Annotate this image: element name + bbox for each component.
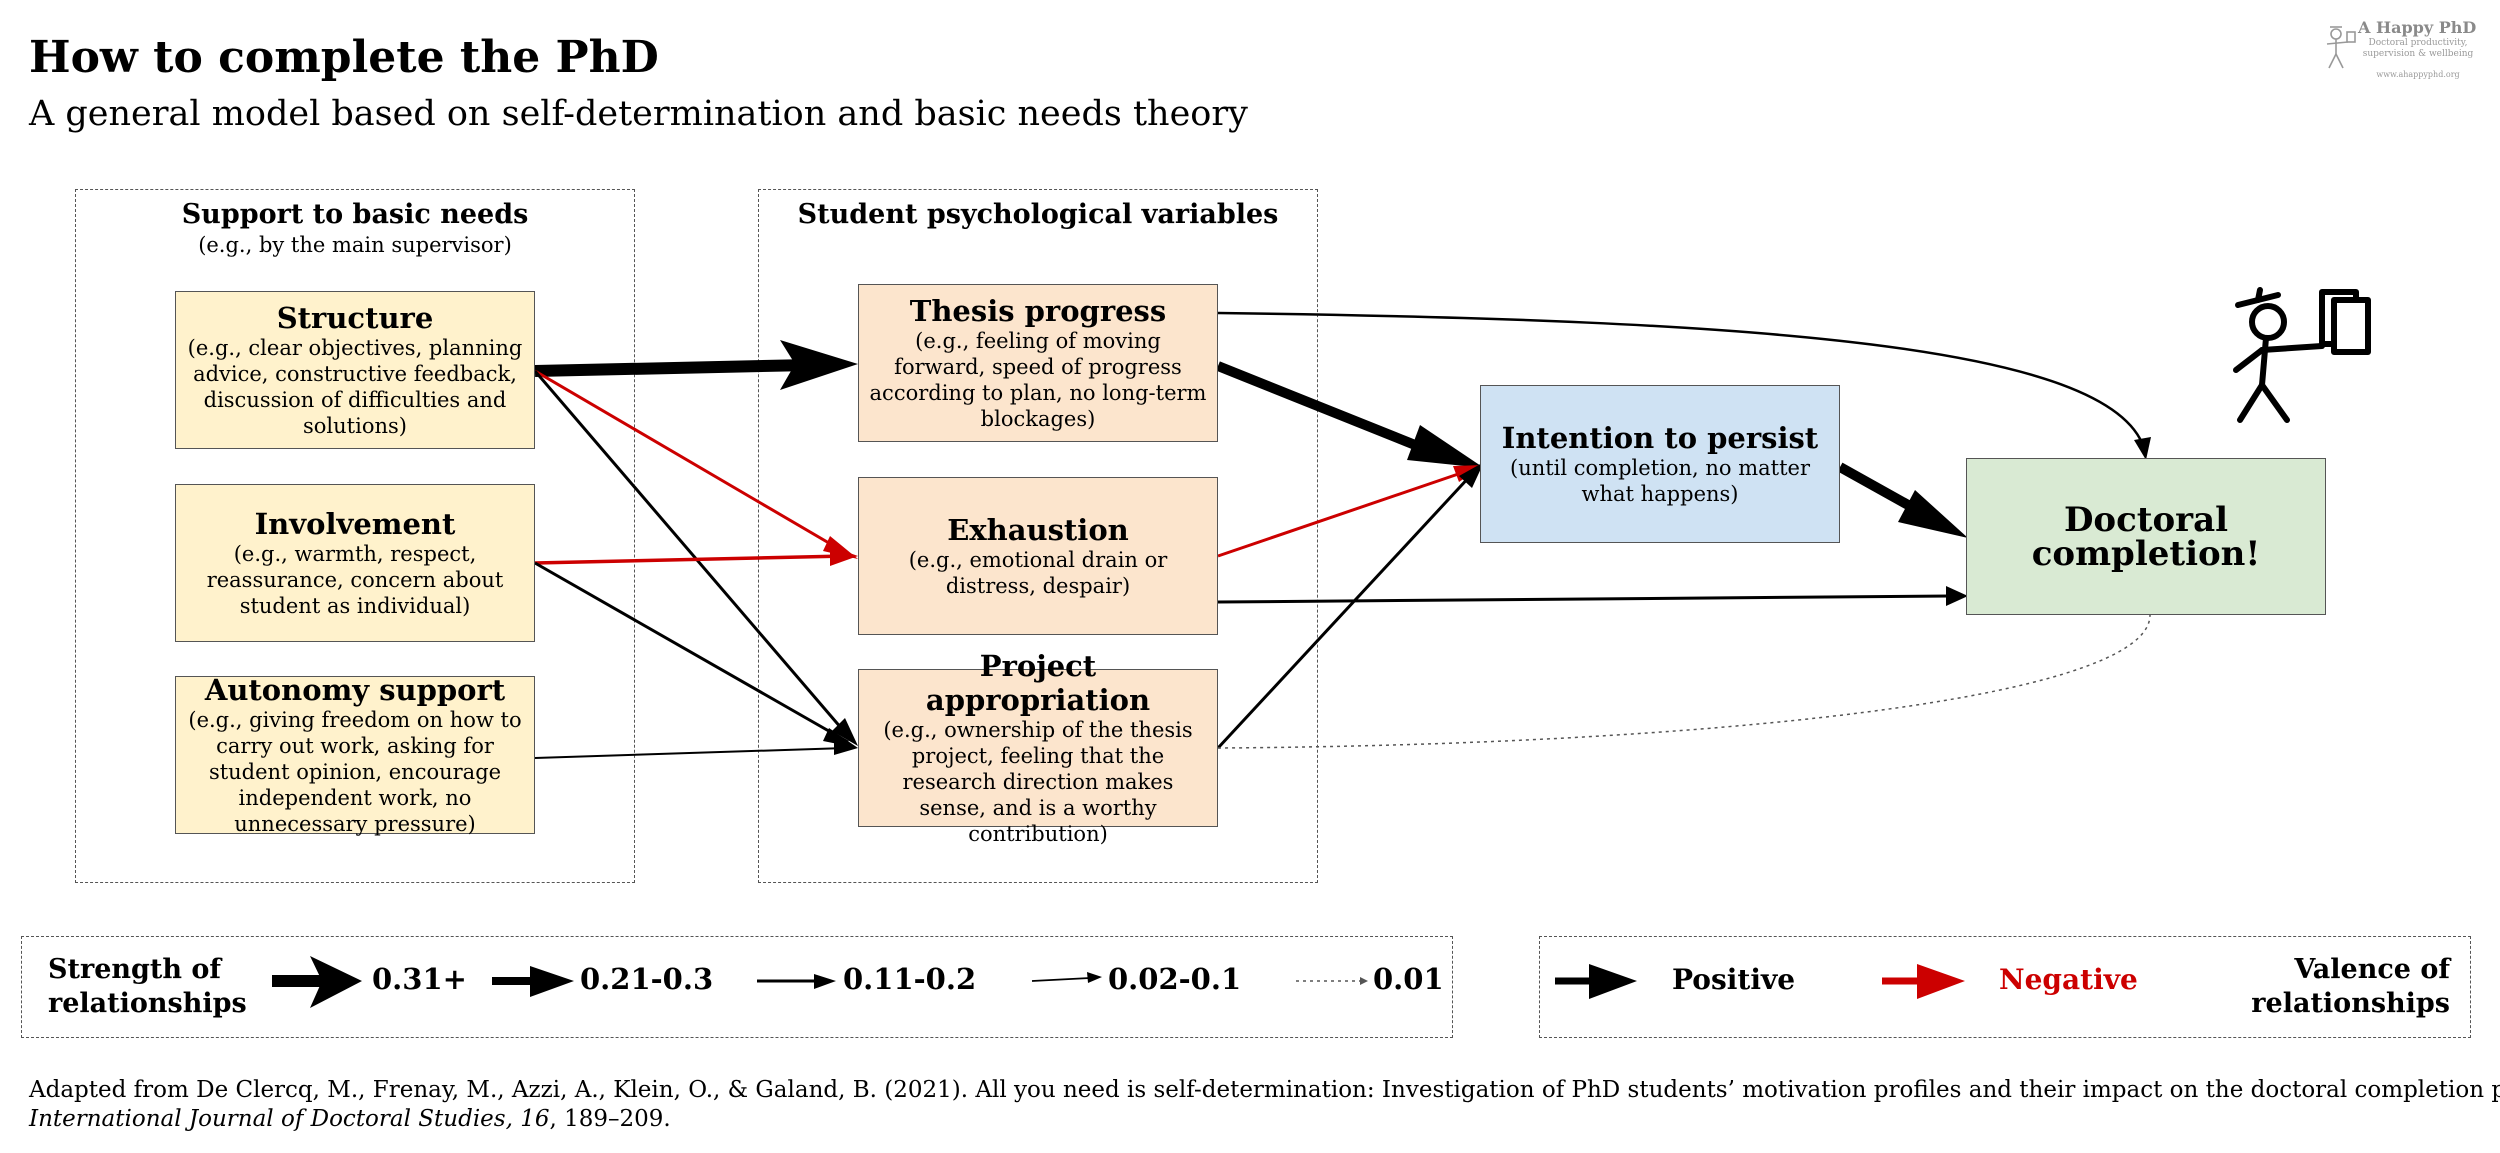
legend-valence-label-line2: relationships	[2251, 988, 2450, 1019]
legend-strength-label: Strength of relationships	[48, 953, 247, 1021]
box-intention-desc: (until completion, no matter what happen…	[1510, 456, 1810, 506]
arrow-autonomy-to-project-appropriation	[534, 741, 858, 759]
stick-figure-logo-icon	[2326, 26, 2356, 69]
legend-arrow-negative	[1882, 964, 1965, 999]
logo-url: www.ahappyphd.org	[2376, 70, 2460, 79]
box-exhaustion-desc: (e.g., emotional drain or distress, desp…	[908, 548, 1168, 598]
arrow-project-appropriation-to-intention	[1216, 462, 1484, 750]
box-thesis-progress-desc: (e.g., feeling of moving forward, speed …	[869, 329, 1207, 431]
box-project-appropriation-title: Project appropriation	[925, 649, 1151, 717]
box-autonomy-desc: (e.g., giving freedom on how to carry ou…	[188, 708, 522, 836]
legend-arrow-strength-5	[1296, 977, 1368, 985]
legend-arrow-strength-1	[272, 956, 362, 1008]
legend-valence-label-line1: Valence of	[2294, 954, 2450, 985]
legend-strength-value-5: 0.01	[1373, 962, 1444, 996]
box-involvement-title: Involvement	[254, 507, 456, 541]
box-structure: Structure (e.g., clear objectives, plann…	[175, 291, 535, 449]
box-intention-title: Intention to persist	[1501, 421, 1819, 455]
legend-positive-label: Positive	[1672, 963, 1796, 996]
legend-valence	[1539, 936, 2471, 1038]
legend-strength-value-4: 0.02-0.1	[1108, 962, 1242, 996]
support-group-title: Support to basic needs	[181, 199, 529, 230]
box-intention-to-persist: Intention to persist (until completion, …	[1480, 385, 1840, 543]
legend-valence-arrows	[1555, 964, 1965, 999]
box-thesis-progress: Thesis progress (e.g., feeling of moving…	[858, 284, 1218, 442]
arrow-thesis-progress-to-intention	[1216, 361, 1484, 468]
legend-strength-value-2: 0.21-0.3	[580, 962, 714, 996]
legend-strength-label-line1: Strength of	[48, 954, 222, 985]
logo-tagline: Doctoral productivity, supervision & wel…	[2362, 38, 2474, 59]
citation-pages: , 189–209.	[549, 1106, 671, 1132]
arrow-structure-to-exhaustion	[534, 369, 858, 559]
legend-arrow-strength-2	[492, 966, 574, 997]
box-autonomy-title: Autonomy support	[204, 673, 506, 707]
box-involvement-desc: (e.g., warmth, respect, reassurance, con…	[206, 542, 504, 618]
legend-strength-label-line2: relationships	[48, 988, 247, 1019]
legend-strength-value-3: 0.11-0.2	[843, 962, 977, 996]
box-structure-title: Structure	[276, 301, 434, 335]
citation-journal: International Journal of Doctoral Studie…	[29, 1106, 550, 1132]
arrow-exhaustion-to-completion	[1217, 586, 1968, 606]
arrow-project-appropriation-to-completion	[1217, 614, 2151, 749]
logo-name: A Happy PhD	[2358, 18, 2477, 37]
box-completion-title: Doctoral completion!	[2031, 499, 2261, 574]
box-exhaustion: Exhaustion (e.g., emotional drain or dis…	[858, 477, 1218, 635]
graduate-figure-icon	[2233, 287, 2371, 423]
psych-group	[758, 189, 1318, 883]
page-title: How to complete the PhD	[29, 32, 659, 83]
legend-arrow-strength-3	[757, 974, 836, 989]
arrow-exhaustion-to-intention	[1217, 465, 1484, 558]
box-project-appropriation-desc: (e.g., ownership of the thesis project, …	[883, 718, 1193, 846]
box-project-appropriation: Project appropriation (e.g., ownership o…	[858, 649, 1218, 846]
box-exhaustion-title: Exhaustion	[947, 513, 1129, 547]
psych-group-title: Student psychological variables	[797, 199, 1279, 230]
legend-strength	[21, 936, 1453, 1038]
legend-arrow-strength-4	[1031, 972, 1102, 983]
box-doctoral-completion: Doctoral completion!	[1966, 458, 2326, 615]
arrow-involvement-to-exhaustion	[534, 546, 858, 566]
box-thesis-progress-title: Thesis progress	[909, 294, 1167, 328]
box-autonomy-support: Autonomy support (e.g., giving freedom o…	[175, 673, 535, 836]
arrow-intention-to-completion	[1837, 462, 1968, 538]
page-subtitle: A general model based on self-determinat…	[29, 94, 1248, 134]
legend-strength-value-1: 0.31+	[372, 962, 467, 996]
arrow-structure-to-project-appropriation	[533, 370, 858, 746]
support-group-subtitle: (e.g., by the main supervisor)	[198, 233, 512, 257]
support-group	[75, 189, 635, 883]
box-structure-desc: (e.g., clear objectives, planning advice…	[187, 336, 523, 438]
arrow-involvement-to-project-appropriation	[534, 561, 858, 748]
citation-line-1: Adapted from De Clercq, M., Frenay, M., …	[29, 1077, 2500, 1103]
legend-arrow-positive	[1555, 964, 1637, 999]
legend-strength-arrows	[272, 956, 1368, 1008]
citation-line-2: International Journal of Doctoral Studie…	[29, 1106, 671, 1132]
arrow-thesis-progress-to-completion	[1217, 311, 2151, 460]
box-involvement: Involvement (e.g., warmth, respect, reas…	[175, 484, 535, 642]
legend-valence-label: Valence of relationships	[2250, 953, 2450, 1021]
legend-negative-label: Negative	[1999, 963, 2138, 996]
arrow-structure-to-thesis-progress	[534, 340, 858, 390]
